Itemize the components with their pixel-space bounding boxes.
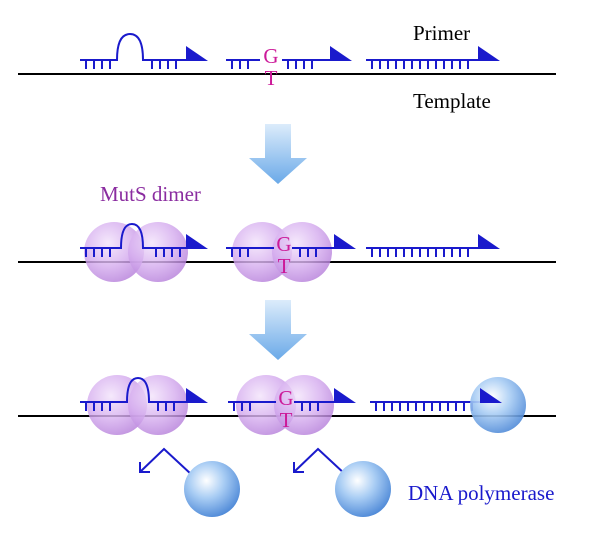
primer-perfect-row3	[370, 401, 480, 411]
down-arrow-1	[249, 124, 307, 184]
dna-polymerase-bound	[470, 377, 526, 433]
primer-3prime-arrowhead	[478, 46, 500, 61]
mismatch-base-bottom: T	[280, 408, 293, 432]
primer-3prime-arrowhead	[334, 234, 356, 249]
primer-with-loop-row2	[80, 222, 186, 257]
mismatch-base-bottom: T	[278, 254, 291, 278]
row-1-initial: G T Primer Template	[18, 21, 556, 113]
primer-with-mismatch-row1	[226, 59, 330, 69]
row-3-polymerase-blocked: G T DNA polymerase	[18, 375, 556, 517]
released-polymerase-2	[293, 447, 391, 517]
primer-with-loop-row3	[80, 376, 186, 411]
primer-with-mismatch-row3	[228, 401, 334, 411]
down-arrow-2	[249, 300, 307, 360]
muts-dimer-mismatch-row3	[236, 375, 334, 435]
primer-3prime-arrowhead	[186, 46, 208, 61]
primer-3prime-arrowhead	[480, 388, 502, 403]
dna-polymerase-label: DNA polymerase	[408, 481, 554, 505]
template-label: Template	[413, 89, 491, 113]
row-2-muts-binding: MutS dimer G T	[18, 182, 556, 282]
primer-label: Primer	[413, 21, 470, 45]
mismatch-base-top: G	[278, 386, 293, 410]
mismatch-base-top: G	[276, 232, 291, 256]
primer-3prime-arrowhead	[330, 46, 352, 61]
muts-dimer-mismatch-row2	[232, 222, 332, 282]
primer-with-loop-row1	[80, 32, 186, 69]
base-ticks	[371, 60, 469, 69]
primer-3prime-arrowhead	[186, 388, 208, 403]
released-polymerase-1	[139, 447, 240, 517]
mismatch-base-top: G	[263, 44, 278, 68]
primer-3prime-arrowhead	[478, 234, 500, 249]
base-ticks	[85, 60, 177, 69]
primer-with-mismatch-row2	[226, 247, 334, 257]
mismatch-base-bottom: T	[265, 66, 278, 90]
primer-3prime-arrowhead	[334, 388, 356, 403]
primer-perfect-row2	[366, 247, 478, 257]
muts-dimer-label: MutS dimer	[100, 182, 201, 206]
base-ticks	[231, 60, 313, 69]
primer-3prime-arrowhead	[186, 234, 208, 249]
primer-perfect-row1	[366, 59, 478, 69]
